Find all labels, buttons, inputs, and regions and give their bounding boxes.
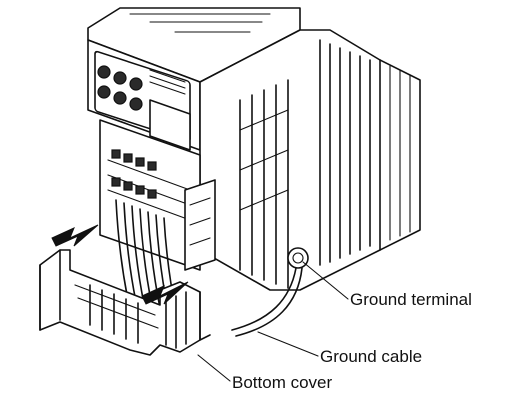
drive-unit	[87, 7, 421, 291]
heatsink-fins	[319, 39, 421, 266]
display-window	[149, 99, 191, 151]
key-button-icon	[113, 71, 127, 85]
terminal-block	[99, 119, 216, 271]
label-ground-terminal: Ground terminal	[350, 290, 472, 309]
key-button-icon	[129, 97, 143, 111]
ground-terminal-icon	[287, 247, 309, 269]
key-button-icon	[113, 91, 127, 105]
leader-ground-cable	[257, 331, 319, 357]
leader-ground-terminal	[302, 261, 349, 300]
key-button-icon	[97, 85, 111, 99]
terminal-screws	[111, 149, 157, 199]
ground-cable-line	[231, 267, 297, 331]
bottom-cover-part	[39, 249, 211, 356]
left-arrow-icon	[51, 224, 99, 247]
leader-bottom-cover	[197, 354, 231, 382]
key-button-icon	[129, 77, 143, 91]
label-bottom-cover: Bottom cover	[232, 373, 332, 392]
key-button-icon	[97, 65, 111, 79]
removal-arrows	[51, 224, 189, 305]
label-ground-cable: Ground cable	[320, 347, 422, 366]
cover-slots	[89, 284, 187, 349]
leader-lines	[197, 261, 349, 382]
right-arrow-icon	[141, 281, 189, 305]
ground-terminal-assembly	[231, 247, 309, 337]
side-ribs	[239, 79, 289, 289]
